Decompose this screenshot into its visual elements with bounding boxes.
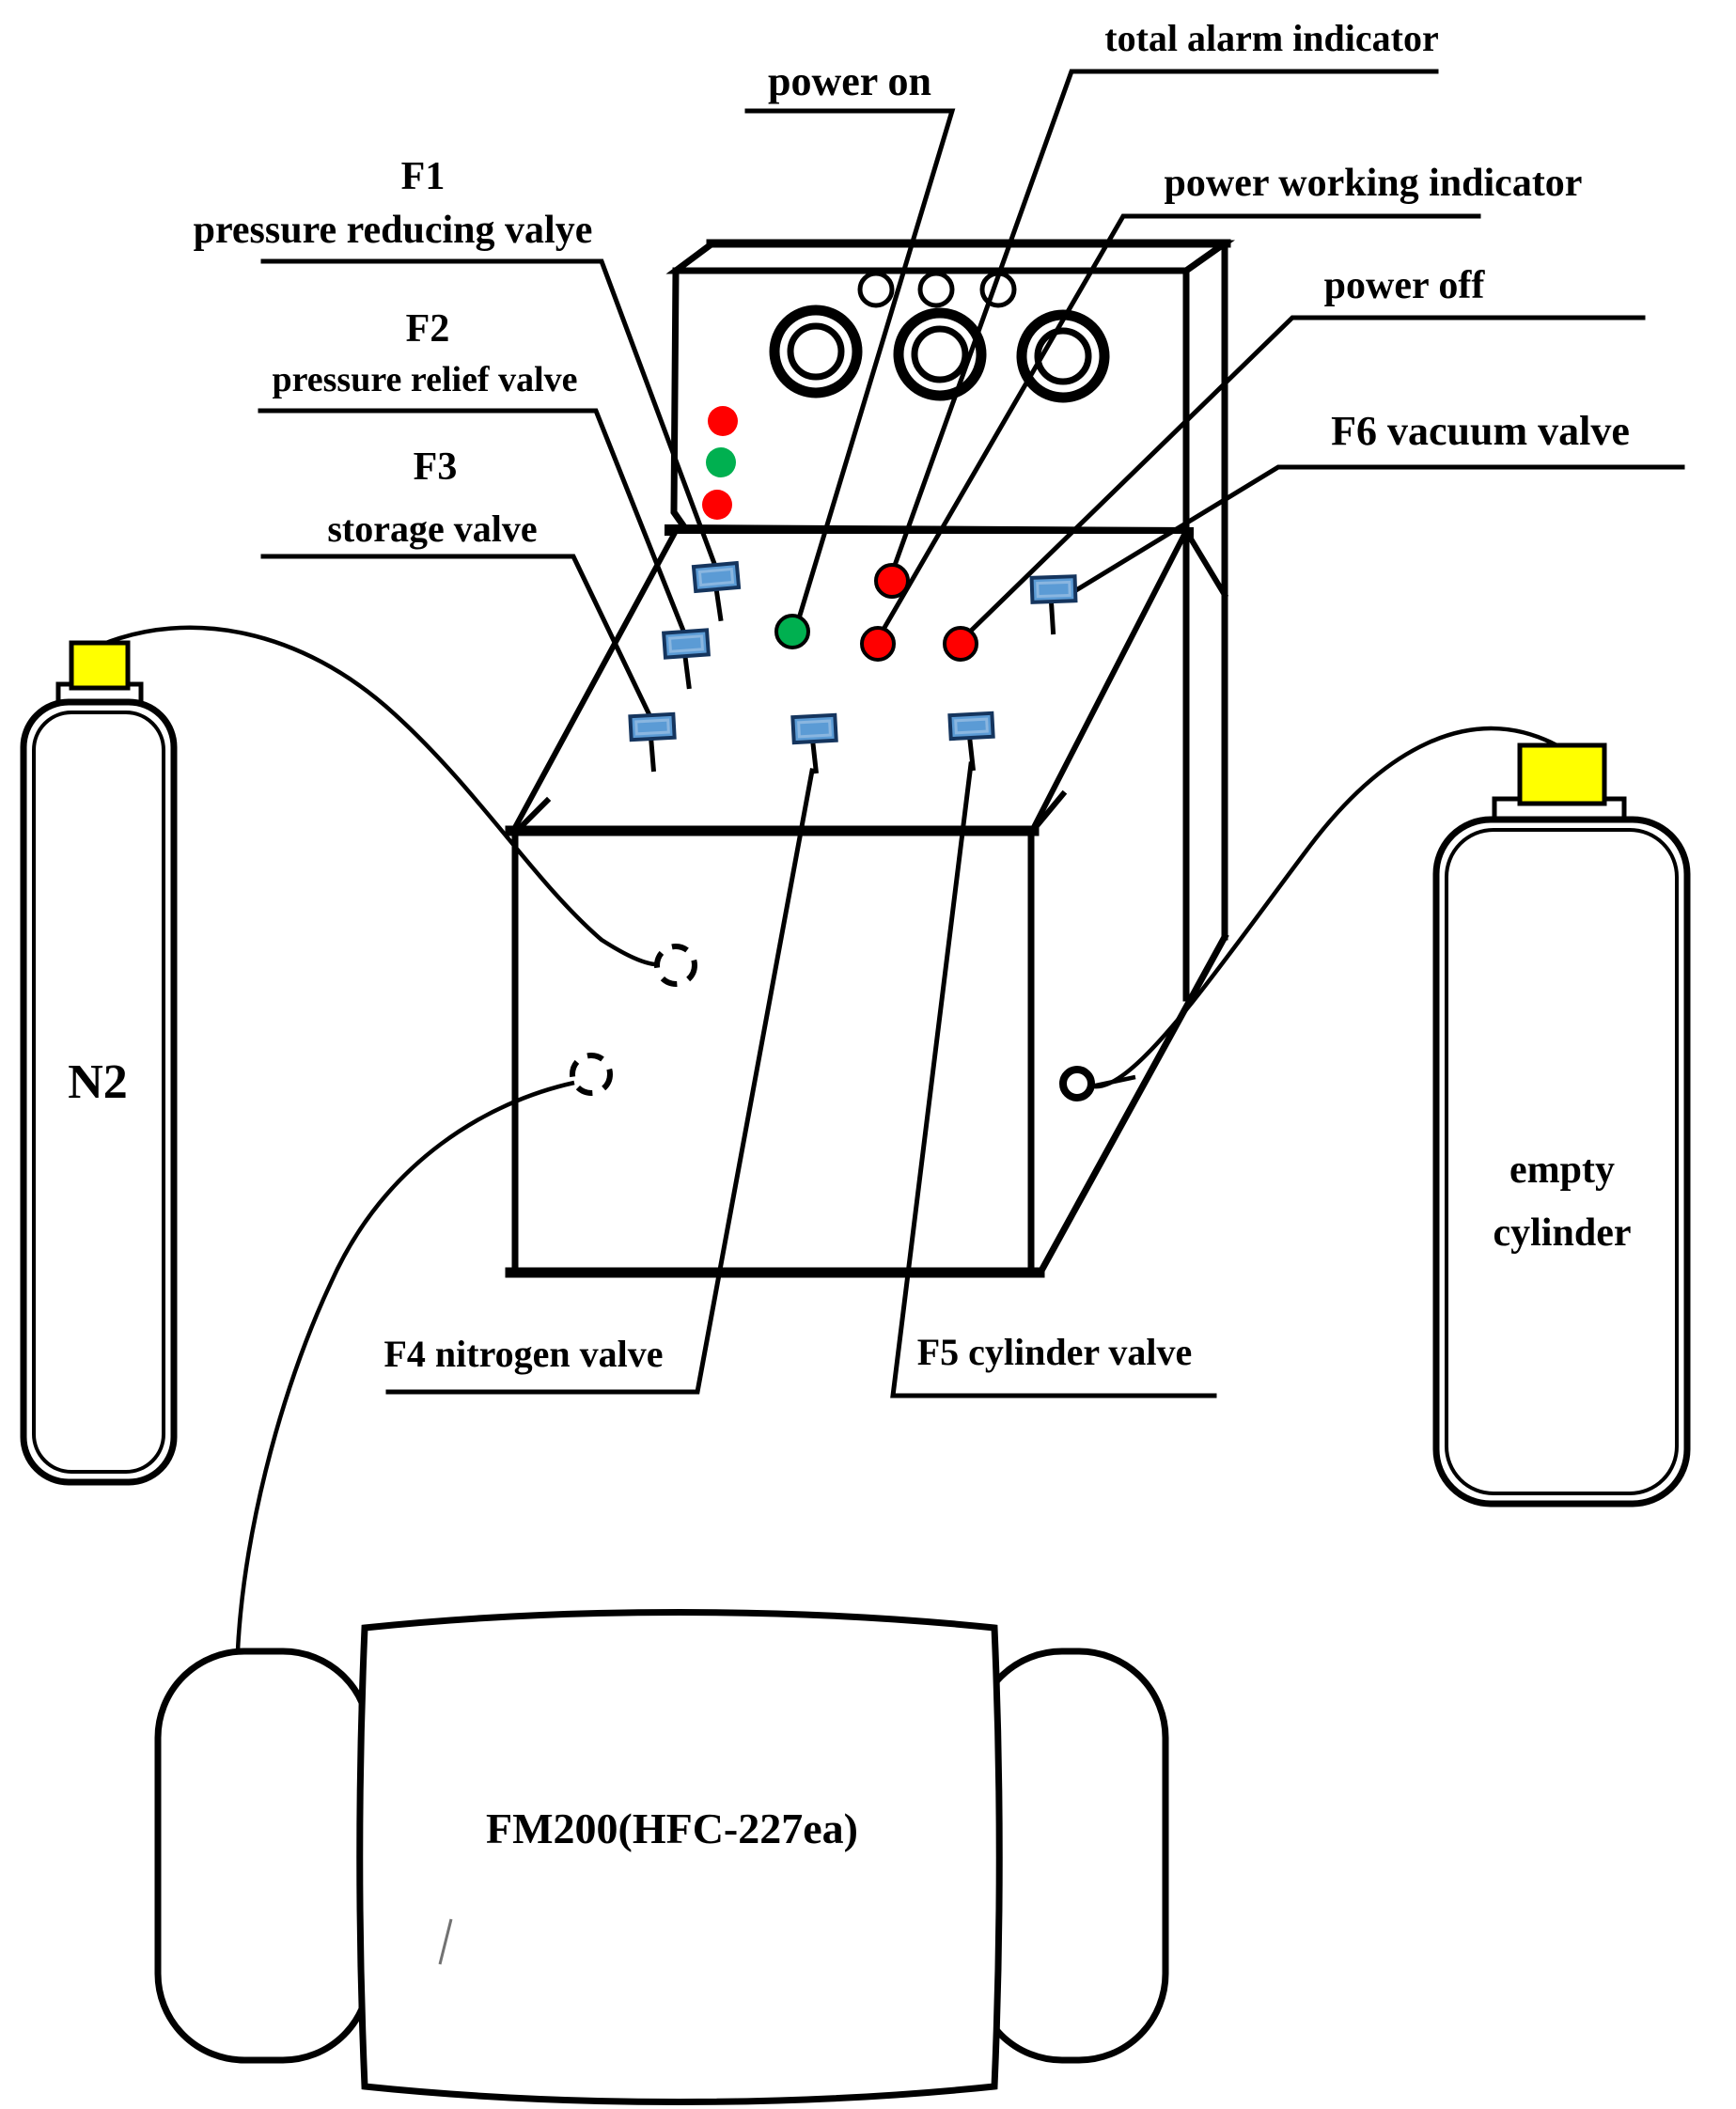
fm200-body xyxy=(356,1609,1003,2105)
fm200-tank xyxy=(154,1609,1169,2105)
label-f5: F5 cylinder valve xyxy=(917,1331,1193,1373)
gauge-1-inner xyxy=(787,322,845,381)
fm200-scratch-mark xyxy=(438,1918,453,1965)
leader-f5 xyxy=(890,761,1217,1398)
leader-f6 xyxy=(1072,464,1685,594)
n2-label: N2 xyxy=(68,1055,128,1109)
empty-cylinder-label-1: empty xyxy=(1509,1148,1615,1192)
power-working-button-red xyxy=(860,626,896,662)
port-cylinder-tail xyxy=(1090,1074,1136,1089)
leader-total-alarm xyxy=(889,69,1439,574)
empty-cylinder-label-2: cylinder xyxy=(1494,1211,1632,1255)
small-port-1 xyxy=(857,271,895,308)
small-port-2 xyxy=(917,271,955,308)
label-power-off: power off xyxy=(1324,264,1486,307)
label-f1-id: F1 xyxy=(401,155,446,198)
power-on-button-green xyxy=(774,614,810,649)
leader-f2 xyxy=(258,408,689,639)
machine xyxy=(505,239,1236,1278)
label-power-working: power working indicator xyxy=(1165,162,1583,205)
label-f2-id: F2 xyxy=(406,307,450,351)
valve-handle-f5 xyxy=(947,711,995,772)
front-light-green xyxy=(706,447,736,477)
valve-handle-f6 xyxy=(1029,574,1078,635)
leader-f4 xyxy=(385,768,815,1395)
front-indicator-lights xyxy=(702,406,738,520)
machine-side-bottom-edge xyxy=(1037,932,1229,1275)
valve-handle-f1 xyxy=(691,560,742,622)
leader-power-working xyxy=(878,213,1481,636)
valve-handle-f4 xyxy=(790,712,838,774)
fm200-left-cap xyxy=(154,1648,373,2064)
machine-side-slant-edge xyxy=(1181,526,1229,600)
leader-lines xyxy=(258,69,1685,1398)
gauges xyxy=(769,271,1110,403)
empty-cylinder xyxy=(1432,742,1691,1508)
gauge-3-inner xyxy=(1034,327,1092,385)
valve-handle-f3 xyxy=(628,711,677,773)
hose-cylinder-to-machine xyxy=(1093,726,1562,1089)
fm200-right-cap xyxy=(972,1648,1169,2064)
label-f3-name: storage valve xyxy=(327,508,537,550)
gauge-2-inner xyxy=(911,325,969,383)
lower-box-topface-right-edge xyxy=(1026,789,1068,837)
n2-cap-yellow xyxy=(69,640,131,691)
leader-f3 xyxy=(260,554,655,723)
label-f6: F6 vacuum valve xyxy=(1331,408,1630,454)
total-alarm-button-red xyxy=(874,563,910,599)
empty-cylinder-body-outer xyxy=(1432,816,1691,1508)
n2-cylinder xyxy=(20,640,178,1486)
label-f4: F4 nitrogen valve xyxy=(383,1333,663,1375)
empty-cylinder-cap-yellow xyxy=(1517,742,1607,806)
n2-body-inner xyxy=(32,711,165,1474)
port-n2-dashed xyxy=(654,944,697,987)
leader-f1 xyxy=(260,258,720,572)
power-off-button-red xyxy=(943,626,978,662)
valve-handle-f2 xyxy=(662,628,711,690)
front-light-red-1 xyxy=(708,406,738,436)
fm200-label: FM200(HFC-227ea) xyxy=(486,1804,858,1852)
gauge-3-outer xyxy=(1016,309,1110,403)
leader-power-on xyxy=(744,108,956,632)
leader-power-off xyxy=(963,315,1646,638)
port-fm200-dashed xyxy=(570,1053,613,1096)
label-f1-name: pressure reducing valye xyxy=(194,209,593,252)
empty-cylinder-body-inner xyxy=(1445,828,1679,1495)
port-cylinder-ring xyxy=(1059,1066,1095,1101)
gauge-1-outer xyxy=(769,305,863,398)
label-f3-id: F3 xyxy=(414,445,458,489)
label-total-alarm: total alarm indicator xyxy=(1104,17,1439,59)
n2-body-outer xyxy=(20,698,178,1486)
label-f2-name: pressure relief valve xyxy=(272,360,577,399)
front-light-red-2 xyxy=(702,490,732,520)
hose-n2-to-machine xyxy=(101,625,656,967)
lower-box-topface-left-edge xyxy=(510,796,552,837)
label-power-on: power on xyxy=(768,58,931,104)
machine-sloped-panel xyxy=(507,528,1191,836)
panel-buttons xyxy=(774,563,978,662)
gauge-2-outer xyxy=(893,307,987,401)
valve-handles xyxy=(628,560,1078,774)
